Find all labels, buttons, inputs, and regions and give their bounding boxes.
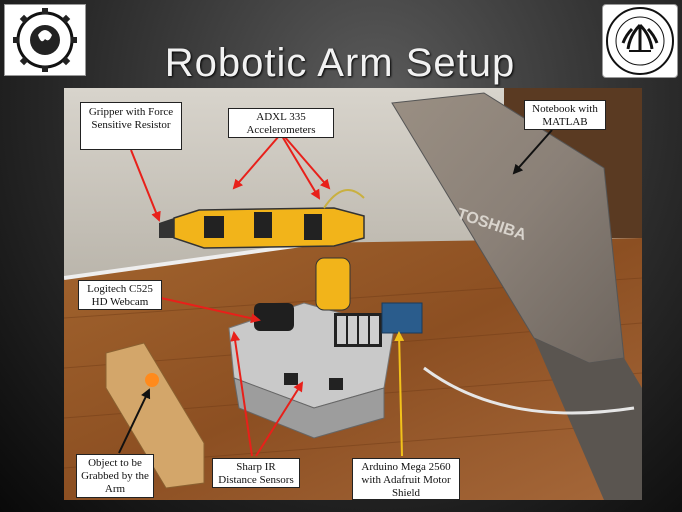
arrow-ir-sensor-2 [255,381,304,457]
arrow-accelerometer-1 [232,135,280,190]
arrow-webcam [160,297,261,324]
label-notebook: Notebook with MATLAB [524,100,606,130]
label-arduino: Arduino Mega 2560 with Adafruit Motor Sh… [352,458,460,500]
baseboard [64,242,310,280]
arduino-board [381,302,423,334]
battery-pack [334,313,382,347]
arrow-object [118,388,151,454]
arrow-accelerometer-2 [281,135,321,200]
robotic-arm [159,189,365,311]
slide-title: Robotic Arm Setup [164,41,516,85]
robotics-club-logo [4,4,86,76]
robotic-arm-photo: TOSHIBA [64,88,642,500]
label-accelerometers: ADXL 335 Accelerometers [228,108,334,138]
label-object: Object to be Grabbed by the Arm [76,454,154,498]
label-gripper: Gripper with Force Sensitive Resistor [80,102,182,150]
wooden-block [105,342,205,489]
label-ir-sensors: Sharp IR Distance Sensors [212,458,300,488]
orange-ball [145,373,159,387]
university-seal [602,4,678,78]
label-webcam: Logitech C525 HD Webcam [78,280,162,310]
arrow-gripper [130,149,161,222]
webcam [254,303,294,331]
arrow-arduino [394,331,405,457]
arrow-ir-sensor-1 [230,331,253,457]
laptop-cable [423,366,635,415]
arrow-accelerometer-3 [283,135,331,190]
arrow-notebook [512,129,553,175]
